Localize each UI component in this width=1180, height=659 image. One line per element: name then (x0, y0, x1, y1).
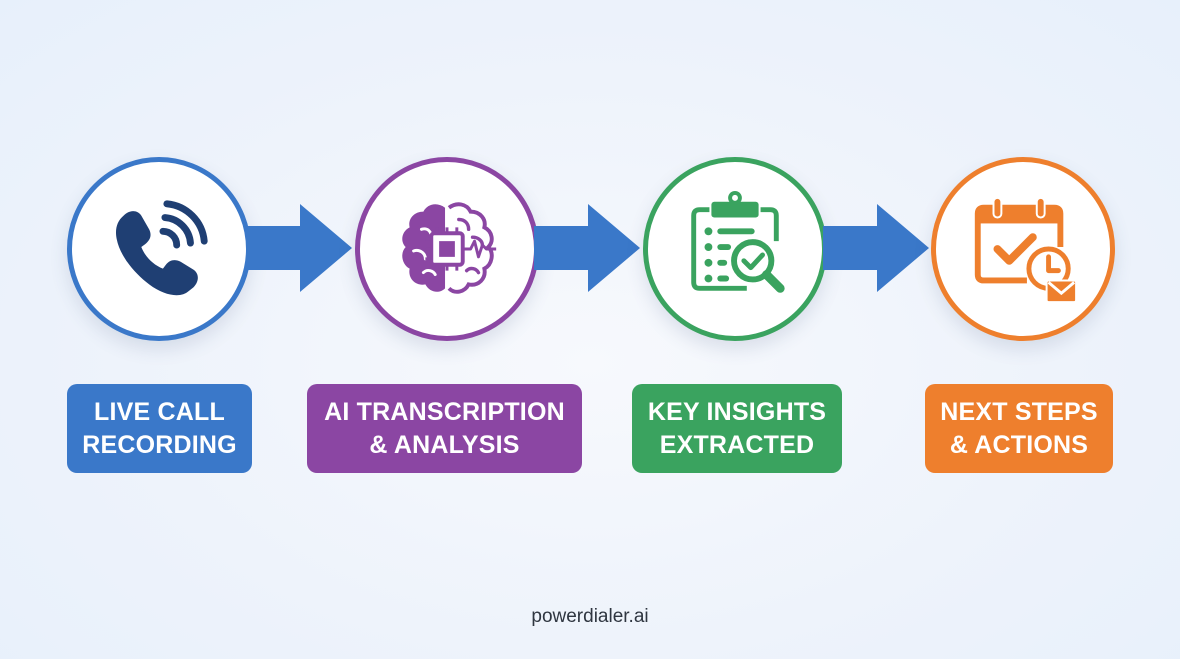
arrow-right-icon (246, 204, 352, 292)
phone-ringing-icon (115, 200, 208, 296)
step-2-label-line-1: AI TRANSCRIPTION (324, 397, 565, 426)
step-3-label-line-1: KEY INSIGHTS (647, 397, 827, 426)
calendar-clock-mail-icon (974, 196, 1078, 304)
arrow-right-icon (534, 204, 640, 292)
step-1-label-line-2: RECORDING (82, 430, 237, 459)
brain-chip-icon (402, 202, 497, 294)
arrow-right-icon (823, 204, 929, 292)
step-4-label: NEXT STEPS & ACTIONS (925, 384, 1113, 473)
brand-footer: powerdialer.ai (531, 606, 649, 627)
step-1-circle (67, 157, 251, 341)
step-3-circle (643, 157, 827, 341)
step-1-label: LIVE CALL RECORDING (67, 384, 252, 473)
step-3-label: KEY INSIGHTS EXTRACTED (632, 384, 842, 473)
step-2-label-line-2: & ANALYSIS (369, 430, 520, 459)
step-1-label-line-1: LIVE CALL (94, 397, 225, 426)
step-2-label: AI TRANSCRIPTION & ANALYSIS (307, 384, 582, 473)
step-3-label-line-2: EXTRACTED (659, 430, 815, 459)
step-4-label-line-1: NEXT STEPS (940, 397, 1098, 426)
step-4-circle (931, 157, 1115, 341)
step-2-circle (355, 157, 539, 341)
step-4-label-line-2: & ACTIONS (949, 430, 1089, 459)
clipboard-magnifier-check-icon (691, 190, 785, 293)
